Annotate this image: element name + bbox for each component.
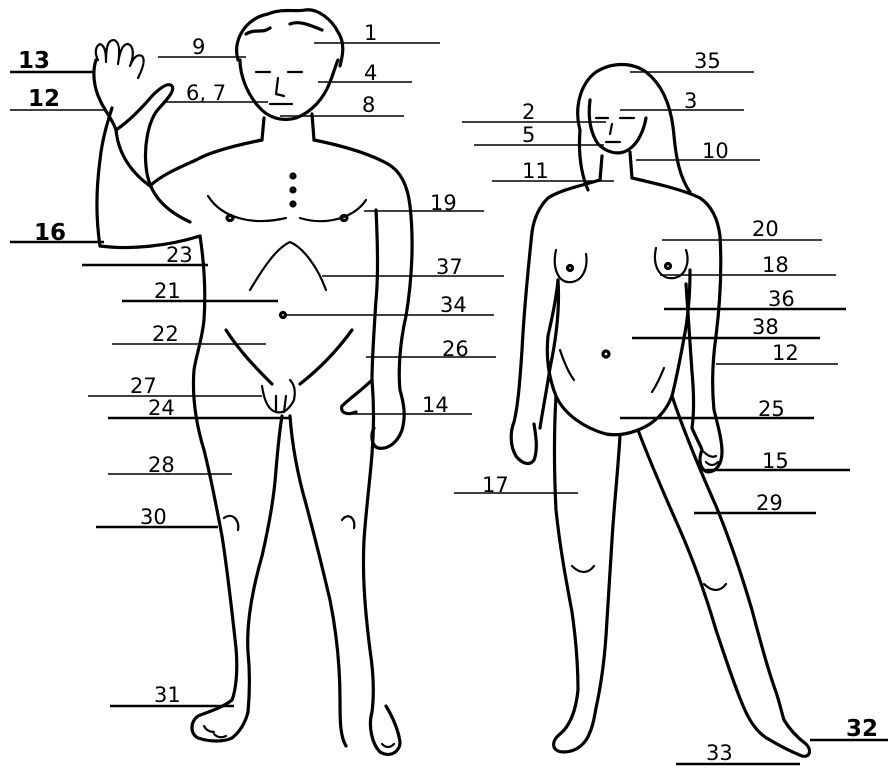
label-18: 18 [762, 253, 789, 277]
label-30: 30 [140, 505, 167, 529]
label-28: 28 [148, 453, 175, 477]
label-38: 38 [752, 315, 779, 339]
label-27: 27 [130, 374, 157, 398]
label-11: 11 [522, 159, 549, 183]
label-21: 21 [154, 279, 181, 303]
male-face [240, 60, 338, 120]
label-32: 32 [846, 716, 878, 742]
label-16: 16 [34, 220, 66, 246]
label-5: 5 [522, 123, 535, 147]
label-13: 13 [18, 48, 50, 74]
label-19: 19 [430, 191, 457, 215]
label-17: 17 [482, 473, 509, 497]
label-33: 33 [706, 741, 733, 765]
label-23: 23 [166, 243, 193, 267]
label-35: 35 [694, 49, 721, 73]
label-37: 37 [436, 255, 463, 279]
leader-lines [10, 43, 888, 764]
male-torso [150, 140, 410, 206]
label-3: 3 [684, 89, 697, 113]
label-29: 29 [756, 491, 783, 515]
label-12-right: 12 [772, 341, 799, 365]
label-9: 9 [192, 35, 205, 59]
label-31: 31 [154, 683, 181, 707]
label-4: 4 [364, 61, 377, 85]
male-raised-arm [94, 60, 200, 248]
male-hair [237, 10, 343, 66]
label-24: 24 [148, 396, 175, 420]
label-1: 1 [364, 21, 377, 45]
label-6-7: 6, 7 [186, 81, 226, 105]
label-22: 22 [152, 322, 179, 346]
female-hair [578, 65, 690, 193]
label-2: 2 [522, 100, 535, 124]
label-26: 26 [442, 337, 469, 361]
label-36: 36 [768, 287, 795, 311]
label-34: 34 [440, 293, 467, 317]
label-15: 15 [762, 449, 789, 473]
label-12-left: 12 [28, 86, 60, 112]
label-25: 25 [758, 397, 785, 421]
label-10: 10 [702, 139, 729, 163]
label-14: 14 [422, 393, 449, 417]
label-20: 20 [752, 217, 779, 241]
label-8: 8 [362, 93, 375, 117]
